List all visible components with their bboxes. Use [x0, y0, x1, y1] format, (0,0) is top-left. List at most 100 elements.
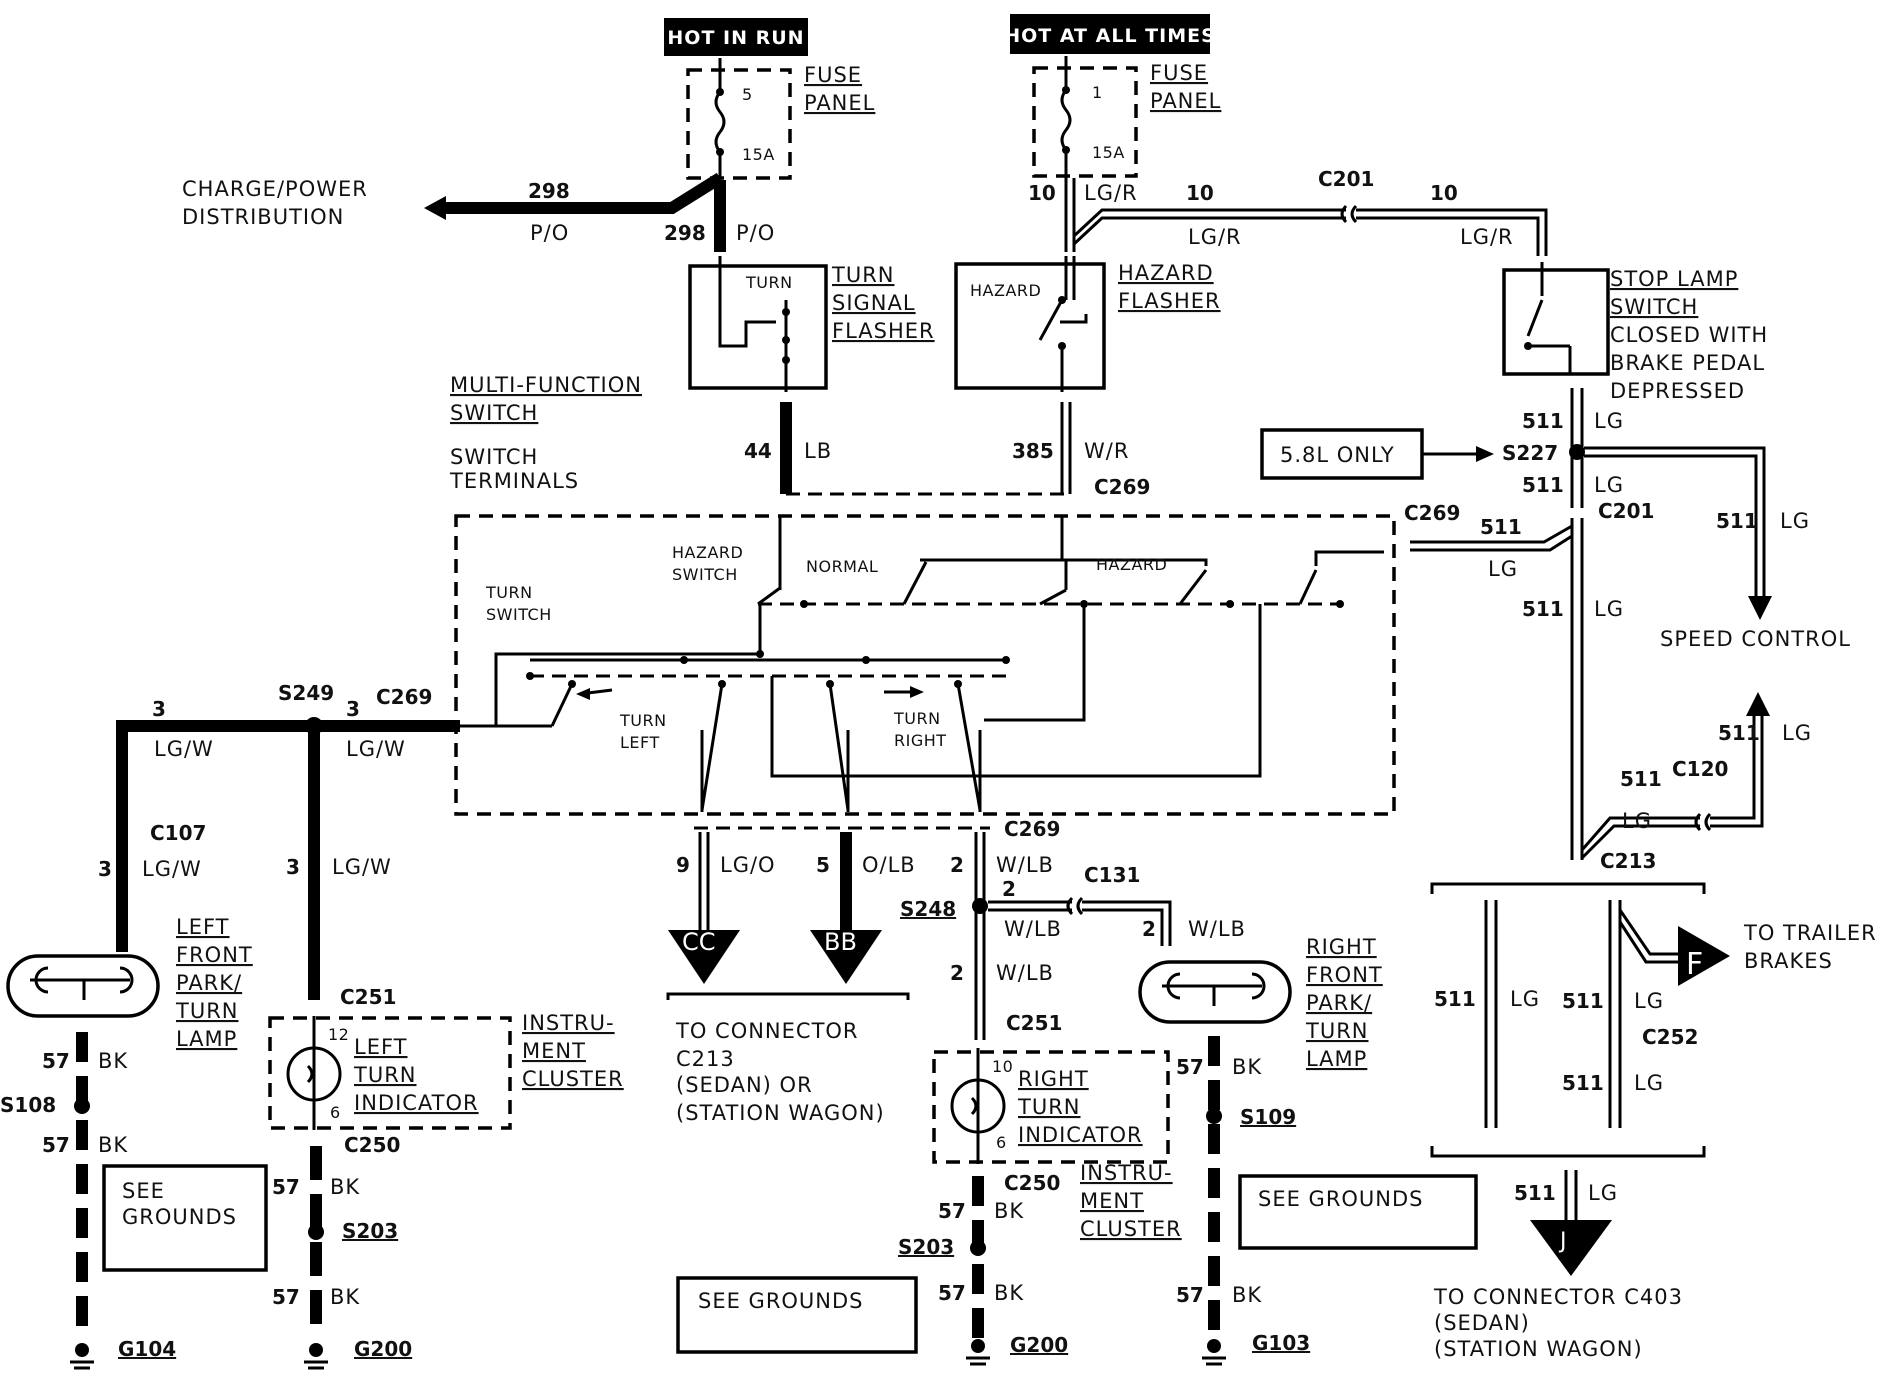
svg-text:S249: S249: [278, 681, 334, 705]
svg-text:C213: C213: [1600, 849, 1656, 873]
svg-text:57: 57: [42, 1049, 70, 1073]
svg-text:HAZARD: HAZARD: [672, 543, 743, 562]
svg-text:PARK/: PARK/: [1306, 991, 1372, 1015]
svg-text:57: 57: [1176, 1283, 1204, 1307]
svg-text:O/LB: O/LB: [862, 853, 916, 877]
svg-text:511: 511: [1434, 987, 1476, 1011]
svg-text:LG: LG: [1488, 557, 1518, 581]
svg-text:C269: C269: [1094, 475, 1150, 499]
svg-text:C269: C269: [376, 685, 432, 709]
svg-text:G200: G200: [354, 1337, 412, 1361]
svg-text:LG: LG: [1594, 597, 1624, 621]
svg-text:9: 9: [676, 853, 690, 877]
svg-text:C120: C120: [1672, 757, 1728, 781]
only-58l-box: 5.8L ONLY: [1260, 428, 1494, 480]
svg-text:C250: C250: [1004, 1171, 1060, 1195]
svg-text:LG: LG: [1622, 809, 1652, 833]
svg-text:PANEL: PANEL: [1150, 89, 1221, 113]
svg-text:44: 44: [744, 439, 772, 463]
svg-text:511: 511: [1522, 409, 1564, 433]
svg-text:2: 2: [950, 853, 964, 877]
svg-text:LG/R: LG/R: [1188, 225, 1242, 249]
svg-text:LG: LG: [1510, 987, 1540, 1011]
ground-g200-left: G200: [304, 1337, 412, 1370]
svg-text:LAMP: LAMP: [1306, 1047, 1367, 1071]
svg-text:12: 12: [328, 1025, 349, 1044]
svg-text:C131: C131: [1084, 863, 1140, 887]
svg-text:1: 1: [1092, 83, 1103, 102]
svg-text:S108: S108: [0, 1093, 56, 1117]
svg-text:SWITCH: SWITCH: [486, 605, 552, 624]
svg-text:SIGNAL: SIGNAL: [832, 291, 916, 315]
svg-text:C252: C252: [1642, 1025, 1698, 1049]
svg-text:BRAKES: BRAKES: [1744, 949, 1833, 973]
svg-text:LG: LG: [1594, 473, 1624, 497]
svg-text:LG/O: LG/O: [720, 853, 776, 877]
svg-text:J: J: [1558, 1229, 1567, 1254]
svg-text:TURN: TURN: [831, 263, 895, 287]
svg-text:P/O: P/O: [530, 221, 569, 245]
svg-text:CLOSED WITH: CLOSED WITH: [1610, 323, 1768, 347]
svg-text:511: 511: [1562, 1071, 1604, 1095]
svg-text:S203: S203: [898, 1235, 954, 1259]
svg-text:P/O: P/O: [736, 221, 775, 245]
svg-text:(STATION WAGON): (STATION WAGON): [1434, 1337, 1643, 1361]
svg-text:57: 57: [938, 1199, 966, 1223]
fuse-panel-left: 5 15A FUSE PANEL: [686, 58, 874, 180]
svg-text:W/LB: W/LB: [996, 853, 1054, 877]
svg-text:FLASHER: FLASHER: [1118, 289, 1221, 313]
svg-text:TERMINALS: TERMINALS: [449, 469, 579, 493]
svg-text:LG: LG: [1634, 1071, 1664, 1095]
stop-lamp-switch: STOP LAMP SWITCH CLOSED WITH BRAKE PEDAL…: [1502, 262, 1768, 403]
svg-text:6: 6: [996, 1133, 1007, 1152]
svg-text:BK: BK: [98, 1049, 128, 1073]
see-grounds-mid: SEE GROUNDS: [676, 1276, 918, 1354]
svg-text:FRONT: FRONT: [1306, 963, 1383, 987]
svg-text:SWITCH: SWITCH: [450, 401, 538, 425]
ground-g104: G104: [70, 1337, 176, 1370]
svg-text:LG: LG: [1588, 1181, 1618, 1205]
svg-text:LG/R: LG/R: [1460, 225, 1514, 249]
svg-text:FLASHER: FLASHER: [832, 319, 935, 343]
left-turn-indicator: 12 6 LEFT TURN INDICATOR: [268, 1016, 512, 1130]
svg-text:LG: LG: [1634, 989, 1664, 1013]
svg-text:INDICATOR: INDICATOR: [1018, 1123, 1143, 1147]
svg-text:FUSE: FUSE: [1150, 61, 1208, 85]
svg-text:C251: C251: [1006, 1011, 1062, 1035]
svg-text:511: 511: [1718, 721, 1760, 745]
svg-text:57: 57: [1176, 1055, 1204, 1079]
svg-text:W/LB: W/LB: [996, 961, 1054, 985]
svg-text:57: 57: [272, 1175, 300, 1199]
svg-text:511: 511: [1716, 509, 1758, 533]
svg-text:LEFT: LEFT: [354, 1035, 408, 1059]
svg-text:LAMP: LAMP: [176, 1027, 237, 1051]
svg-text:G104: G104: [118, 1337, 176, 1361]
svg-text:PARK/: PARK/: [176, 971, 242, 995]
svg-text:HOT IN RUN: HOT IN RUN: [667, 27, 804, 49]
svg-text:SWITCH: SWITCH: [450, 445, 538, 469]
svg-text:C269: C269: [1004, 817, 1060, 841]
svg-text:SEE: SEE: [122, 1179, 165, 1203]
svg-text:2: 2: [950, 961, 964, 985]
svg-text:LG: LG: [1594, 409, 1624, 433]
svg-text:TURN: TURN: [1305, 1019, 1369, 1043]
svg-text:W/R: W/R: [1084, 439, 1129, 463]
see-grounds-left: SEE GROUNDS: [102, 1164, 268, 1272]
svg-text:CC: CC: [682, 928, 716, 956]
svg-text:S248: S248: [900, 897, 956, 921]
svg-text:STOP LAMP: STOP LAMP: [1610, 267, 1738, 291]
svg-text:S227: S227: [1502, 441, 1558, 465]
svg-text:G103: G103: [1252, 1331, 1310, 1355]
svg-text:W/LB: W/LB: [1004, 917, 1062, 941]
svg-text:10: 10: [1430, 181, 1458, 205]
svg-text:2: 2: [1142, 917, 1156, 941]
charge-power-distribution: CHARGE/POWER DISTRIBUTION 298 P/O: [182, 172, 724, 245]
svg-text:FUSE: FUSE: [804, 63, 862, 87]
svg-text:TO CONNECTOR C403: TO CONNECTOR C403: [1433, 1285, 1683, 1309]
svg-text:C213: C213: [676, 1047, 735, 1071]
svg-text:FRONT: FRONT: [176, 943, 253, 967]
fuse-panel-right: 1 15A FUSE PANEL: [1032, 56, 1221, 178]
svg-text:3: 3: [152, 697, 166, 721]
svg-text:57: 57: [42, 1133, 70, 1157]
svg-text:TURN: TURN: [485, 583, 533, 602]
